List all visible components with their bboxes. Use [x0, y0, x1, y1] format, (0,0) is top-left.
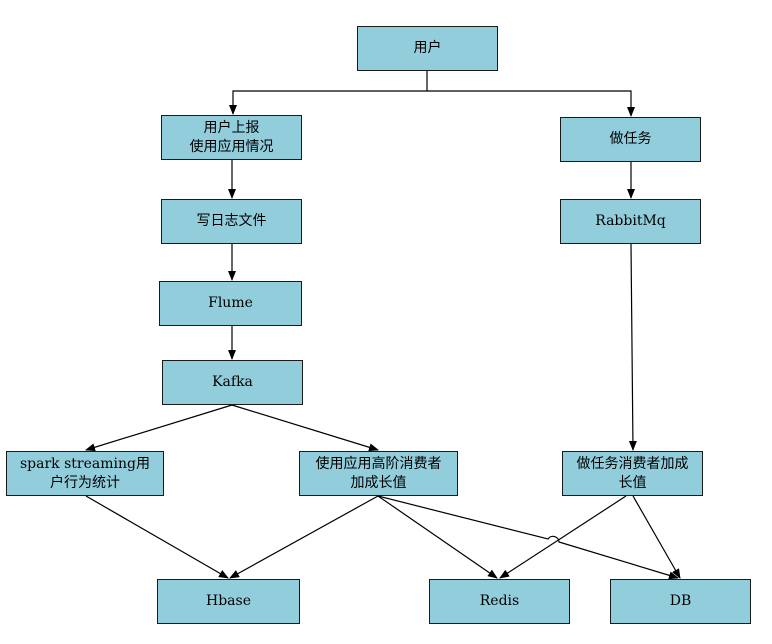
node-report-usage: 用户上报 使用应用情况 — [161, 115, 302, 160]
edge-task-consumer-to-db — [632, 495, 681, 579]
node-user: 用户 — [357, 26, 498, 71]
node-write-log-file: 写日志文件 — [161, 199, 302, 244]
node-high-level-consumer: 使用应用高阶消费者 加成长值 — [299, 451, 458, 496]
node-rabbitmq: RabbitMq — [560, 199, 701, 244]
node-do-task: 做任务 — [560, 117, 701, 162]
node-hbase: Hbase — [157, 579, 300, 624]
node-task-consumer: 做任务消费者加成 长值 — [562, 451, 703, 496]
edge-user-to-task — [427, 90, 635, 117]
node-redis: Redis — [429, 579, 570, 624]
edge-user-to-report — [229, 71, 428, 115]
edge-consumer-to-redis — [377, 495, 498, 579]
edge-spark-to-hbase — [85, 495, 229, 579]
node-kafka: Kafka — [162, 360, 303, 405]
node-flume: Flume — [159, 281, 302, 326]
edge-kafka-to-consumer — [231, 404, 379, 452]
edge-kafka-to-spark — [85, 404, 233, 452]
node-spark-streaming: spark streaming用 户行为统计 — [6, 451, 164, 496]
edge-consumer-to-hbase — [229, 495, 379, 579]
edge-task-consumer-to-redis — [499, 495, 627, 579]
node-db: DB — [610, 579, 751, 624]
edge-rabbitmq-to-task-consumer — [628, 243, 637, 451]
edge-consumer-to-db — [377, 495, 679, 580]
